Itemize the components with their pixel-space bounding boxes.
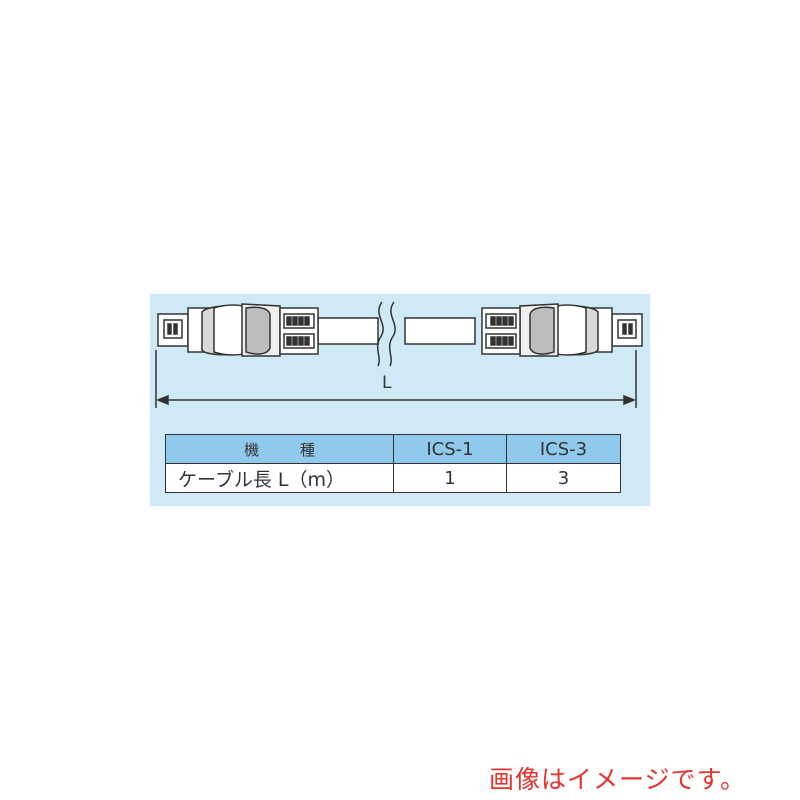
spec-table: 機 種 ICS-1 ICS-3 ケーブル長 L（m） 1 3	[165, 434, 621, 493]
header-ics1-cell: ICS-1	[393, 434, 507, 464]
ics1-length-cell: 1	[393, 463, 507, 493]
ics3-length-cell: 3	[506, 463, 621, 493]
dimension-line	[155, 350, 637, 408]
cable-break-mark	[376, 301, 396, 367]
header-ics3-cell: ICS-3	[506, 434, 621, 464]
right-connector	[481, 303, 643, 357]
dimension-arrow-left	[155, 394, 169, 406]
header-model-cell: 機 種	[165, 434, 394, 464]
table-row: ケーブル長 L（m） 1 3	[165, 463, 621, 493]
image-disclaimer-note: 画像はイメージです。	[489, 765, 747, 794]
dimension-arrow-right	[623, 394, 637, 406]
table-header-row: 機 種 ICS-1 ICS-3	[165, 434, 621, 464]
cable-length-label-cell: ケーブル長 L（m）	[165, 463, 394, 493]
dimension-label: L	[382, 373, 392, 393]
cable-body	[317, 317, 476, 345]
cable-diagram-panel: L 機 種 ICS-1 ICS-3 ケーブル長 L（m） 1 3	[150, 294, 650, 506]
cable-drawing	[155, 301, 643, 408]
left-connector	[157, 303, 319, 357]
